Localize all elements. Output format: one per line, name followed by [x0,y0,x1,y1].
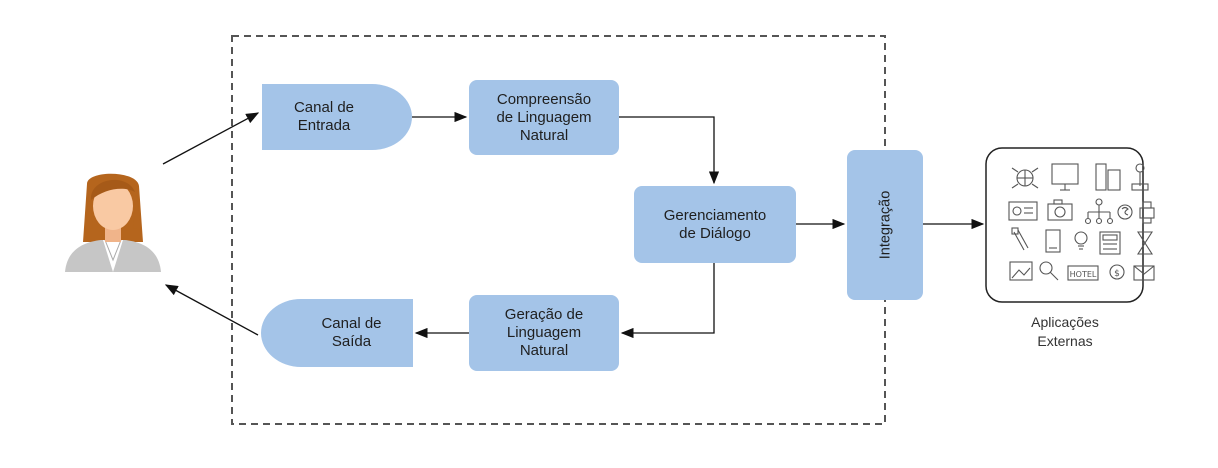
node-gerenciamento [634,186,796,263]
monitor-icon [1051,163,1079,191]
calculator-icon [1099,231,1121,255]
arrow-gerenciamento-to-geracao [620,263,715,339]
idea-icon [1074,231,1088,250]
hotel-sign-text: HOTEL [1070,270,1097,279]
mail-icon [1133,265,1155,281]
tools-icon [1011,227,1029,251]
phone-icon [1045,229,1061,253]
user-avatar-icon [65,173,161,272]
node-geracao [469,295,619,371]
node-compreensao [469,80,619,155]
printer-icon [1139,201,1155,224]
node-integracao [847,150,923,300]
arrow-saida-to-user [164,284,259,336]
money-bag-icon [1117,204,1133,220]
id-card-icon [1008,201,1038,221]
money-icon: $ [1109,264,1125,280]
hotel-sign-icon: HOTEL [1067,265,1099,281]
camera-icon [1047,199,1073,221]
photo-icon [1009,261,1033,281]
arrow-user-to-entrada [162,112,260,165]
svg-text:$: $ [1114,269,1120,279]
globe-network-icon [1011,167,1039,189]
magnifier-icon [1039,261,1059,281]
arrow-compreensao-to-gerenciamento [619,116,720,185]
building-icon [1095,163,1121,191]
org-chart-icon [1084,198,1114,225]
hourglass-icon [1136,231,1154,255]
node-canal-saida [261,299,413,367]
key-icon [1131,163,1149,191]
node-canal-entrada [262,84,412,150]
